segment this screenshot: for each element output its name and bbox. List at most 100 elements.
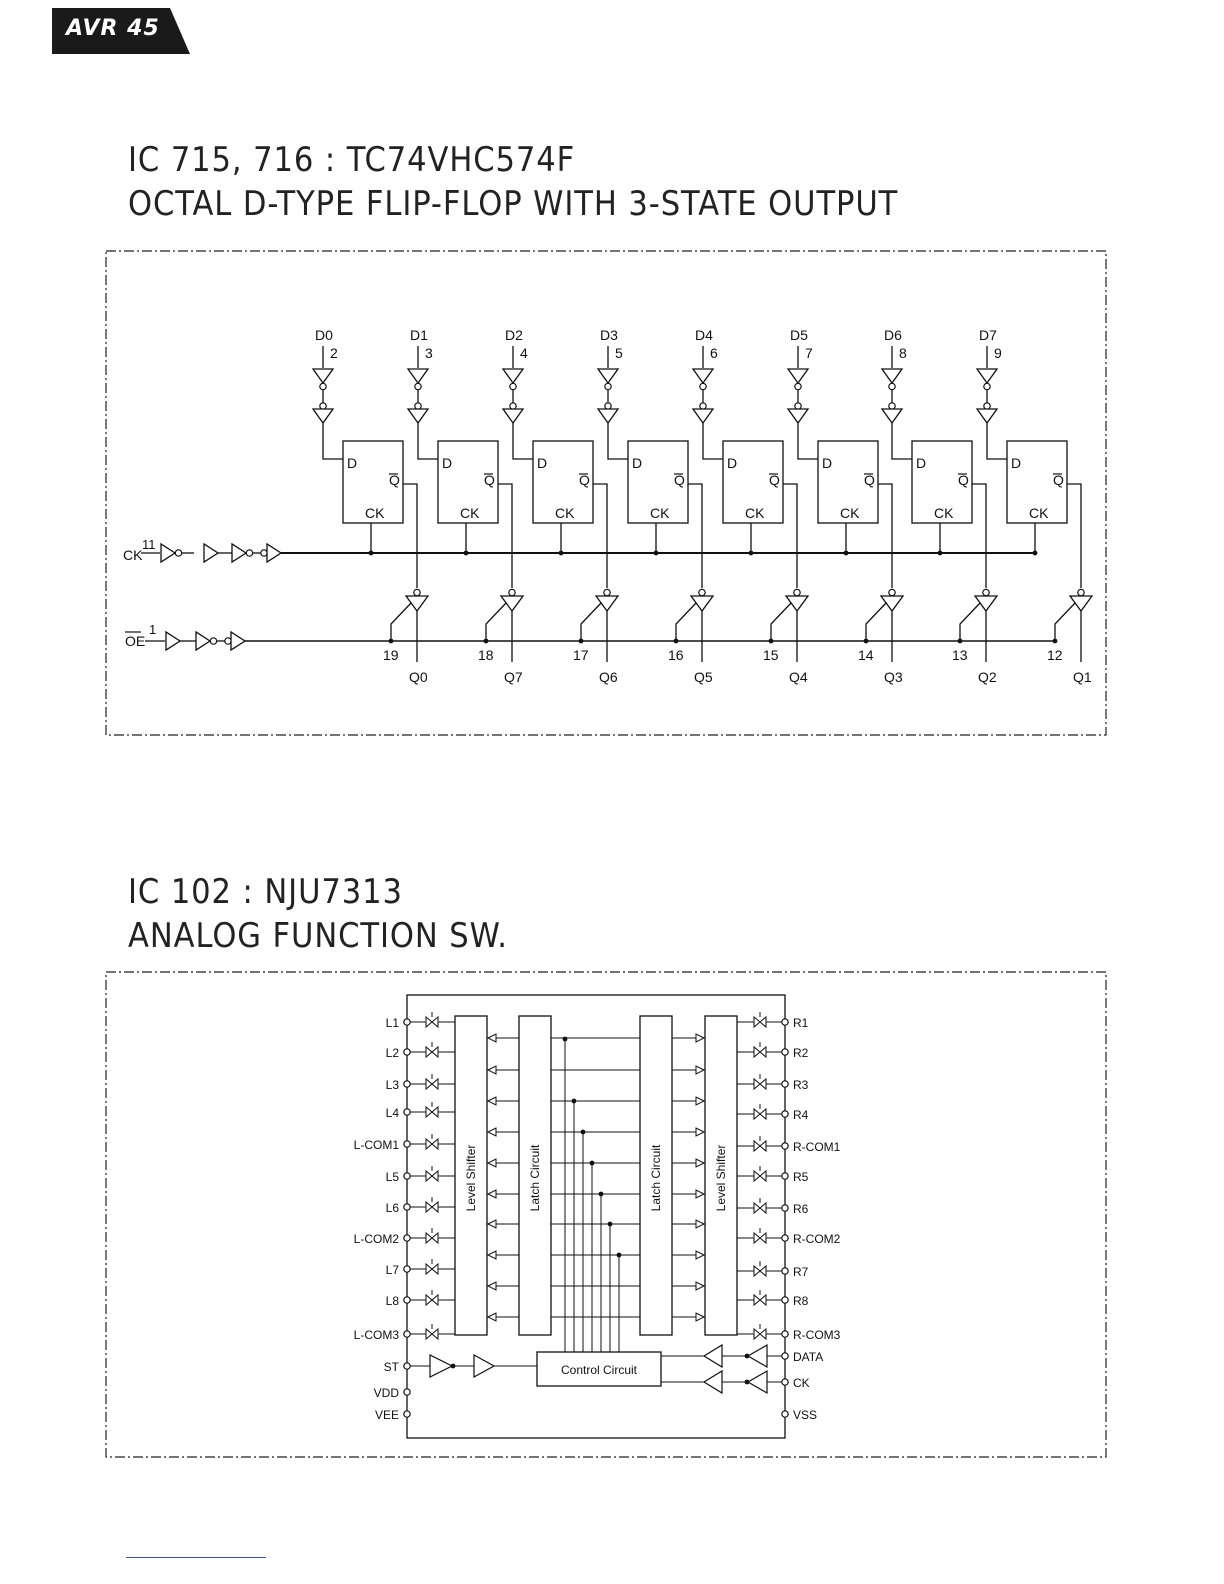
- analog-switch: [753, 1169, 767, 1183]
- footer-rule: [126, 1557, 266, 1558]
- analog-switch: [753, 1139, 767, 1153]
- right-pin-terminal: [781, 1267, 789, 1275]
- q-to-buffer-wire: [1067, 483, 1082, 588]
- tri-state-buffer: [689, 595, 715, 613]
- ck-pin-number: 11: [142, 537, 156, 552]
- d-wire: [891, 423, 912, 460]
- right-pin-terminal: [781, 1172, 789, 1180]
- analog-switch: [753, 1077, 767, 1091]
- left-pin-terminal: [403, 1388, 411, 1396]
- oe-enable-wire: [580, 602, 602, 641]
- left-pin-label: VEE: [375, 1408, 399, 1422]
- q-output-label: Q7: [504, 669, 523, 685]
- ff-q-label: Q: [674, 472, 685, 488]
- input-buffer: [975, 408, 999, 425]
- analog-switch: [425, 1045, 439, 1059]
- oe-enable-wire: [485, 602, 507, 641]
- d-input-label: D4: [695, 327, 713, 343]
- q-to-buffer-wire: [878, 483, 893, 588]
- d-input-label: D7: [979, 327, 997, 343]
- right-pin-label: VSS: [793, 1408, 817, 1422]
- left-pin-label: L1: [386, 1016, 400, 1030]
- right-pin-label: R7: [793, 1265, 809, 1279]
- d-wire: [702, 423, 723, 460]
- analog-switch: [753, 1015, 767, 1029]
- inverter-bubble: [174, 549, 183, 557]
- left-pin-label: L4: [386, 1106, 400, 1120]
- left-pin-label: L5: [386, 1170, 400, 1184]
- q-to-buffer-wire: [783, 483, 798, 588]
- right-pin-label: DATA: [793, 1350, 823, 1364]
- ck-bubble: [260, 549, 268, 557]
- left-pin-terminal: [403, 1172, 411, 1180]
- oe-inverter: [195, 630, 212, 652]
- signal-arrow-right: [695, 1158, 706, 1168]
- q-output-label: Q3: [884, 669, 903, 685]
- right-pin-terminal: [781, 1142, 789, 1150]
- analog-switch: [425, 1262, 439, 1276]
- d-pin-number: 3: [425, 345, 433, 361]
- right-pin-terminal: [781, 1378, 789, 1386]
- right-pin-label: R2: [793, 1046, 809, 1060]
- input-buffer: [406, 408, 430, 425]
- left-pin-terminal: [403, 1018, 411, 1026]
- d-wire: [417, 423, 438, 460]
- q-to-buffer-wire: [972, 483, 987, 588]
- junction-dot: [598, 1191, 604, 1197]
- d-input-label: D0: [315, 327, 333, 343]
- left-pin-terminal: [403, 1296, 411, 1304]
- buffer-bubble: [604, 402, 612, 410]
- signal-arrow-left: [486, 1158, 497, 1168]
- input-inverter: [786, 368, 810, 385]
- junction-dot: [580, 1129, 586, 1135]
- q-to-buffer-wire: [403, 483, 418, 588]
- ff-d-label: D: [537, 455, 547, 471]
- output-enable-bubble: [603, 588, 611, 597]
- ff-d-label: D: [727, 455, 737, 471]
- analog-switch: [425, 1077, 439, 1091]
- output-enable-bubble: [413, 588, 421, 597]
- junction-dot: [607, 1221, 613, 1227]
- buffer-bubble: [888, 402, 896, 410]
- ff-q-label: Q: [769, 472, 780, 488]
- tri-state-buffer: [1068, 595, 1094, 613]
- d-input-label: D6: [884, 327, 902, 343]
- inverter-bubble: [794, 382, 802, 391]
- tri-state-buffer: [784, 595, 810, 613]
- right-pin-label: R-COM2: [793, 1232, 841, 1246]
- ff-q-label: Q: [1053, 472, 1064, 488]
- right-pin-label: R-COM3: [793, 1328, 841, 1342]
- right-pin-label: R8: [793, 1294, 809, 1308]
- oe-enable-wire: [675, 602, 697, 641]
- ck-label: CK: [123, 547, 143, 563]
- analog-switch: [425, 1105, 439, 1119]
- latch-circuit-right: [639, 1015, 673, 1336]
- st-buffer: [473, 1353, 496, 1379]
- analog-switch: [425, 1231, 439, 1245]
- d-wire: [986, 423, 1007, 460]
- signal-arrow-right: [695, 1312, 706, 1322]
- analog-switch: [425, 1293, 439, 1307]
- ff-q-label: Q: [389, 472, 400, 488]
- left-pin-label: L7: [386, 1263, 400, 1277]
- q-output-label: Q6: [599, 669, 618, 685]
- d-input-label: D3: [600, 327, 618, 343]
- diagram2-frame: [105, 971, 1107, 1458]
- ff-q-label: Q: [864, 472, 875, 488]
- tri-state-buffer: [973, 595, 999, 613]
- input-buffer: [691, 408, 715, 425]
- q-to-buffer-wire: [498, 483, 513, 588]
- right-pin-terminal: [781, 1330, 789, 1338]
- left-pin-label: L2: [386, 1046, 400, 1060]
- d-input-label: D2: [505, 327, 523, 343]
- tri-state-buffer: [879, 595, 905, 613]
- level-shifter-left-label: Level Shifter: [464, 1145, 478, 1212]
- q-to-buffer-wire: [688, 483, 703, 588]
- left-pin-terminal: [403, 1203, 411, 1211]
- oe-pin-number: 1: [149, 622, 156, 637]
- section1-title: IC 715, 716 : TC74VHC574F: [128, 140, 576, 180]
- input-inverter: [975, 368, 999, 385]
- flip-flop-diagram: D02DQCK19Q0D13DQCK18Q7D24DQCK17Q6D35DQCK…: [105, 250, 1107, 736]
- right-pin-label: R4: [793, 1108, 809, 1122]
- input-buffer: [786, 408, 810, 425]
